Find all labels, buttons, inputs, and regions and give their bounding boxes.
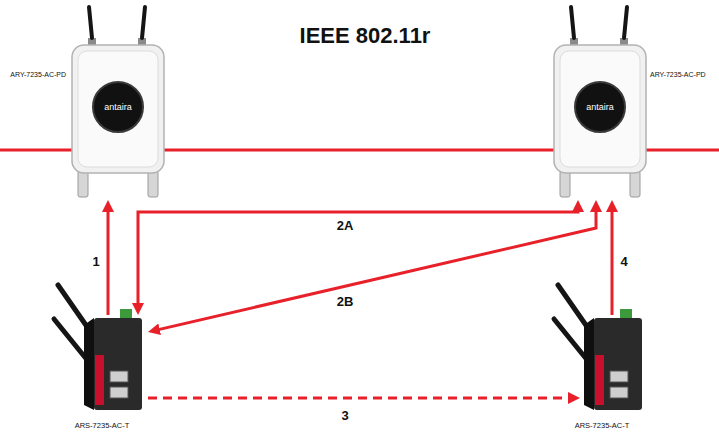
device-body bbox=[94, 318, 142, 410]
roaming-arrow bbox=[148, 397, 576, 400]
power-terminal bbox=[120, 309, 132, 318]
step-number: 1 bbox=[90, 255, 101, 270]
ethernet-port bbox=[110, 387, 128, 398]
brand-logo: antaira bbox=[104, 102, 132, 112]
message-arrow bbox=[138, 204, 578, 311]
step-number: 4 bbox=[618, 255, 629, 270]
red-stripe bbox=[95, 355, 104, 405]
step-number: 2B bbox=[335, 295, 356, 310]
ap-panel bbox=[78, 51, 158, 167]
client-illustration bbox=[80, 315, 148, 410]
access-point-illustration bbox=[554, 45, 646, 200]
access-point: ARY-7235-AC-PDantaira bbox=[72, 45, 164, 200]
antenna bbox=[89, 7, 92, 38]
antenna bbox=[58, 285, 90, 331]
ap-housing bbox=[72, 45, 164, 173]
antenna bbox=[554, 319, 588, 361]
ap-housing bbox=[554, 45, 646, 173]
power-terminal bbox=[620, 309, 632, 318]
access-point: ARY-7235-AC-PDantaira bbox=[554, 45, 646, 200]
antenna bbox=[571, 7, 574, 38]
cable-gland bbox=[630, 171, 640, 197]
cable-gland bbox=[78, 171, 88, 197]
device-body bbox=[594, 318, 642, 410]
cable-gland bbox=[148, 171, 158, 197]
antenna bbox=[624, 7, 627, 38]
antenna bbox=[54, 319, 88, 361]
logo-disc bbox=[93, 82, 143, 132]
client-device: ARS-7235-AC-T bbox=[80, 315, 148, 410]
step-number: 3 bbox=[339, 409, 350, 424]
device-side bbox=[584, 318, 594, 410]
logo-disc bbox=[575, 82, 625, 132]
step-number: 2A bbox=[335, 219, 356, 234]
device-model: ARS-7235-AC-T bbox=[75, 422, 130, 431]
cable-gland bbox=[560, 171, 570, 197]
diagram-title: IEEE 802.11r bbox=[300, 23, 431, 48]
access-point-illustration bbox=[72, 45, 164, 200]
red-stripe bbox=[595, 355, 604, 405]
client-device: ARS-7235-AC-T bbox=[580, 315, 648, 410]
brand-logo: antaira bbox=[586, 102, 614, 112]
device-model: ARS-7235-AC-T bbox=[575, 422, 630, 431]
message-arrow bbox=[152, 204, 596, 331]
client-illustration bbox=[580, 315, 648, 410]
device-side bbox=[84, 318, 94, 410]
antenna bbox=[142, 7, 145, 38]
device-model: ARY-7235-AC-PD bbox=[10, 71, 66, 79]
message-arrow bbox=[107, 204, 110, 315]
ethernet-port bbox=[610, 371, 628, 382]
message-arrow bbox=[611, 204, 614, 315]
ap-panel bbox=[560, 51, 640, 167]
device-model: ARY-7235-AC-PD bbox=[650, 71, 706, 79]
antenna bbox=[558, 285, 590, 331]
ethernet-port bbox=[110, 371, 128, 382]
ethernet-port bbox=[610, 387, 628, 398]
